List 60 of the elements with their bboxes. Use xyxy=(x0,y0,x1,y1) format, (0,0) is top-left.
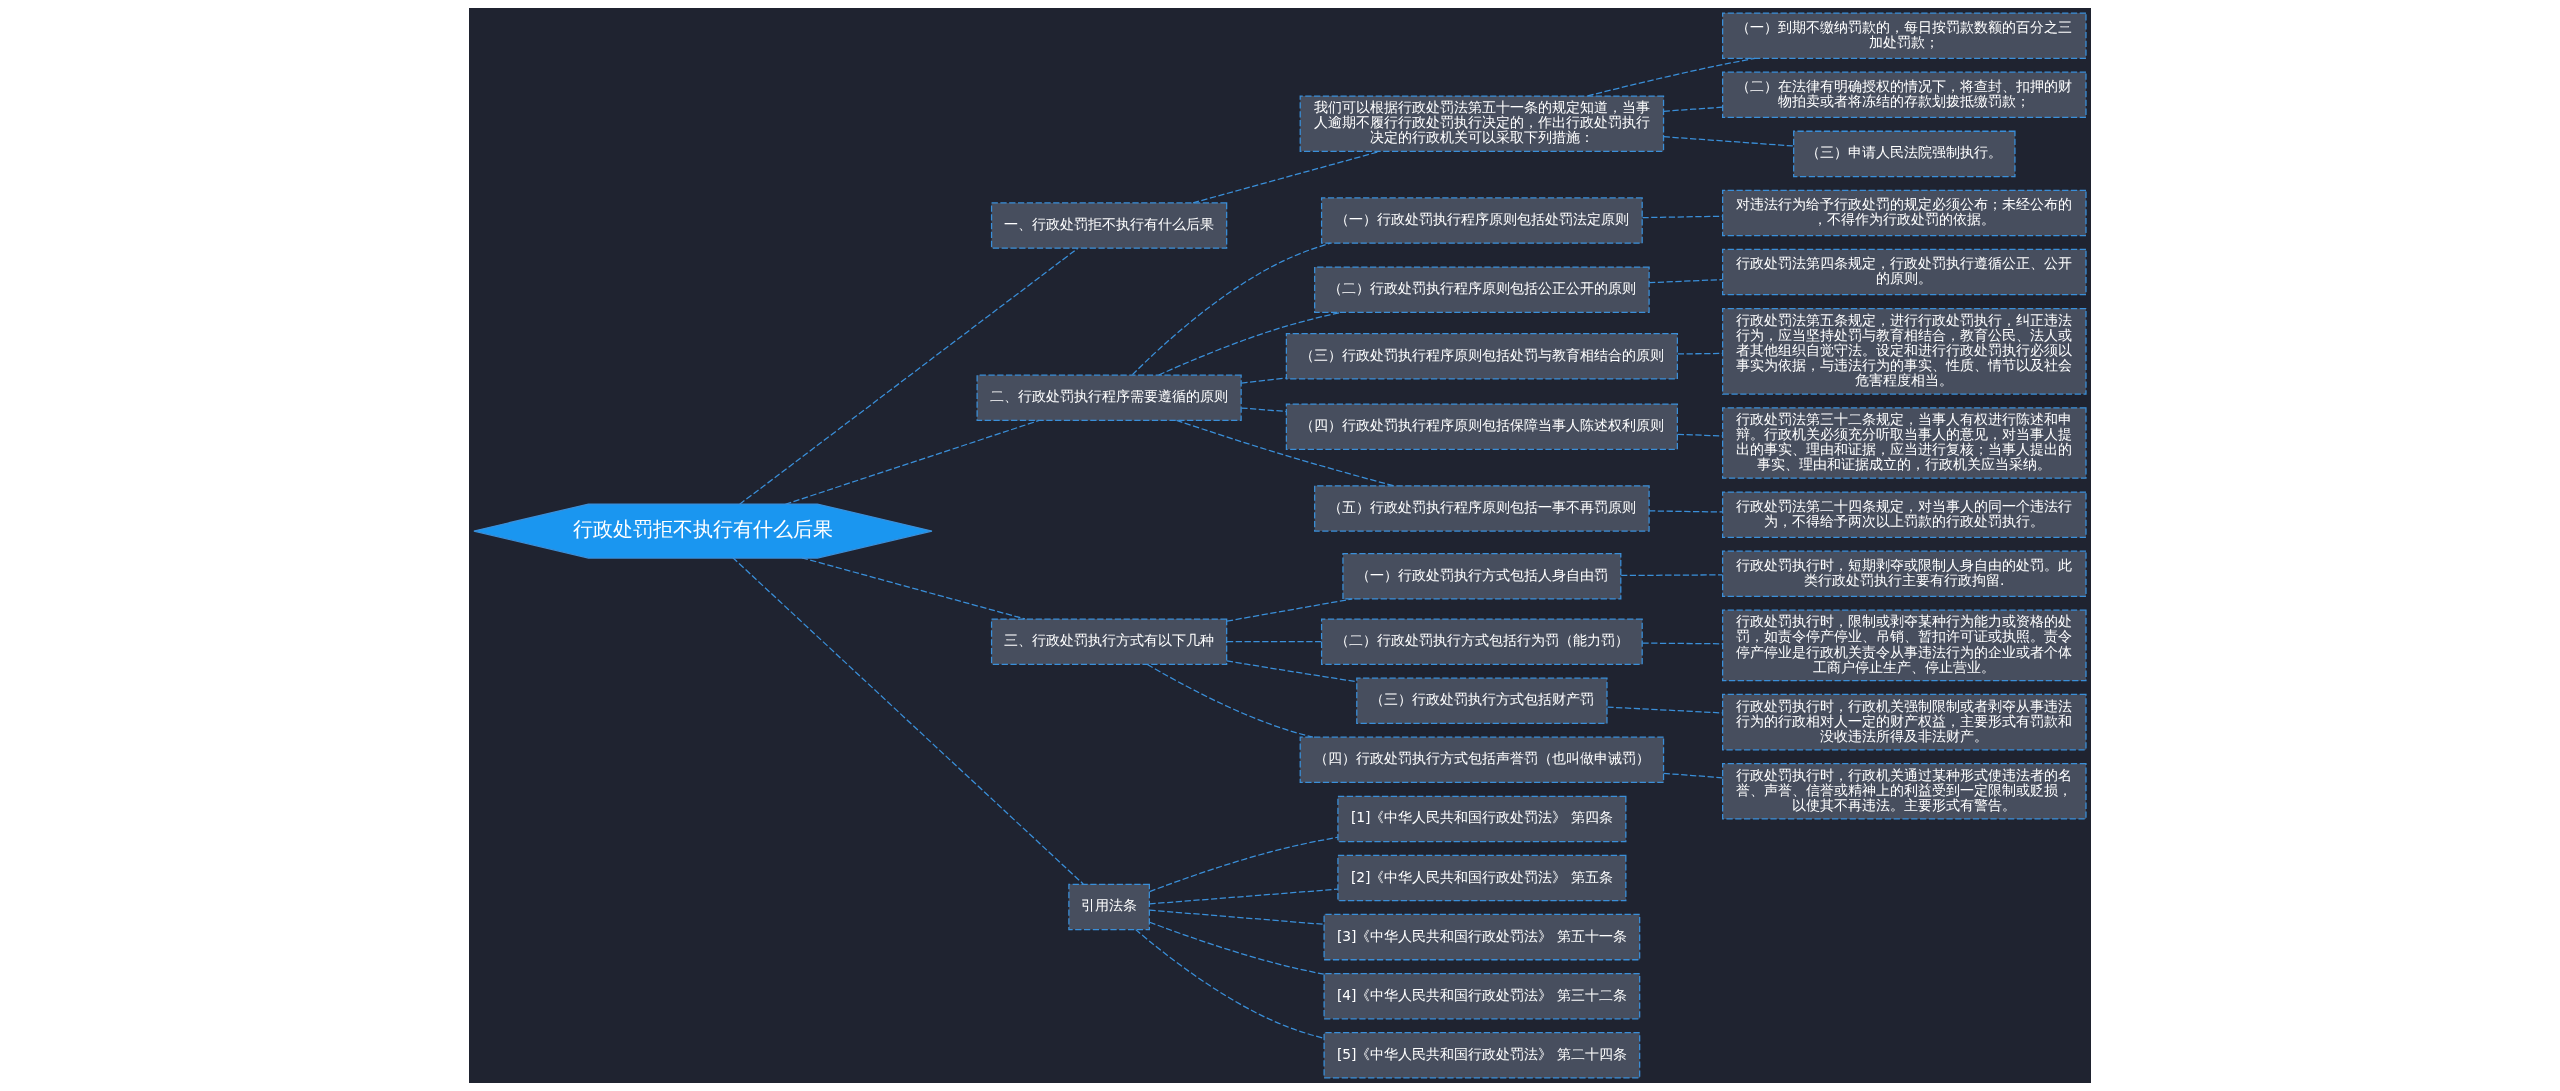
node-box: 行政处罚法第五条规定，进行行政处罚执行，纠正违法行为，应当坚持处罚与教育相结合，教育公民、法人或者其他组织自觉守法。设定和进行行政处罚执行必须以事实为依据，与违法行为的事实、性质、情节以及社会危害程度相当。 xyxy=(1722,307,2087,395)
node-box: 行政处罚执行时，行政机关通过某种形式使违法者的名誉、声誉、信誉或精神上的利益受到一定限制或贬损，以使其不再违法。主要形式有警告。 xyxy=(1722,763,2087,820)
node-box: [1]《中华人民共和国行政处罚法》 第四条 xyxy=(1337,795,1627,843)
connector xyxy=(1146,663,1314,738)
node-box: （三）申请人民法院强制执行。 xyxy=(1793,130,2016,178)
node-box: （二）在法律有明确授权的情况下，将查封、扣押的财物拍卖或者将冻结的存款划拨抵缴罚款； xyxy=(1722,71,2087,119)
node-box: 行政处罚法第二十四条规定，对当事人的同一个违法行为，不得给予两次以上罚款的行政处罚执行。 xyxy=(1722,491,2087,538)
connector xyxy=(1149,888,1339,905)
connector xyxy=(1135,929,1325,1039)
node-box: 行政处罚法第三十二条规定，当事人有权进行陈述和申辩。行政机关必须充分听取当事人的意见，对当事人提出的事实、理由和证据，应当进行复核；当事人提出的事实、理由和证据成立的，行政机关应当采纳。 xyxy=(1722,407,2087,479)
connector xyxy=(732,557,1084,885)
node-box: 一、行政处罚拒不执行有什么后果 xyxy=(990,202,1228,249)
connector xyxy=(1641,215,1723,219)
node-box: （二）行政处罚执行程序原则包括公正公开的原则 xyxy=(1314,266,1650,313)
connector xyxy=(1149,921,1325,975)
connector xyxy=(1226,660,1358,683)
connector xyxy=(1240,407,1287,413)
node-box: [4]《中华人民共和国行政处罚法》 第三十二条 xyxy=(1323,972,1641,1020)
connector xyxy=(1226,598,1353,622)
connector xyxy=(801,557,1026,620)
connector xyxy=(1648,279,1724,284)
connector xyxy=(1131,242,1332,376)
node-box: 行政处罚执行时，限制或剥夺某种行为能力或资格的处罚，如责令停产停业、吊销、暂扣许可证或执照。责令停产停业是行政机关责令从事违法行为的企业或者个体工商户停止生产、停止营业。 xyxy=(1722,609,2087,682)
node-box: （二）行政处罚执行方式包括行为罚（能力罚） xyxy=(1320,618,1643,665)
node-box: 行政处罚执行时，行政机关强制限制或者剥夺从事违法行为的行政相对人一定的财产权益，主要形式有罚款和没收违法所得及非法财产。 xyxy=(1722,693,2087,751)
connector xyxy=(1149,836,1339,893)
node-box: （五）行政处罚执行程序原则包括一事不再罚原则 xyxy=(1314,485,1650,532)
connector xyxy=(739,247,1079,505)
node-box: （一）行政处罚执行方式包括人身自由罚 xyxy=(1342,553,1622,600)
node-box: 三、行政处罚执行方式有以下几种 xyxy=(990,618,1228,665)
connector xyxy=(1663,136,1795,147)
connector xyxy=(784,419,1040,505)
node-box: [2]《中华人民共和国行政处罚法》 第五条 xyxy=(1337,854,1627,902)
node-box: 行政处罚执行时，短期剥夺或限制人身自由的处罚。此类行政处罚执行主要有行政拘留. xyxy=(1722,550,2087,598)
connector xyxy=(1663,772,1723,779)
connector xyxy=(1677,352,1724,355)
connector xyxy=(1663,106,1723,112)
node-box: 行政处罚法第四条规定，行政处罚执行遵循公正、公开的原则。 xyxy=(1722,248,2087,296)
node-box: [3]《中华人民共和国行政处罚法》 第五十一条 xyxy=(1323,913,1641,961)
connector xyxy=(1149,909,1325,925)
node-box: 引用法条 xyxy=(1068,883,1150,931)
connector xyxy=(1677,433,1724,437)
node-box: [5]《中华人民共和国行政处罚法》 第二十四条 xyxy=(1323,1032,1641,1079)
node-box: （一）到期不缴纳罚款的，每日按罚款数额的百分之三加处罚款； xyxy=(1722,12,2087,59)
node-box: 对违法行为给予行政处罚的规定必须公布；未经公布的，不得作为行政处罚的依据。 xyxy=(1722,189,2087,237)
connector xyxy=(1240,377,1287,384)
node-box: （四）行政处罚执行程序原则包括保障当事人陈述权利原则 xyxy=(1285,403,1678,450)
node-box: 二、行政处罚执行程序需要遵循的原则 xyxy=(976,374,1242,422)
node-box: （三）行政处罚执行程序原则包括处罚与教育相结合的原则 xyxy=(1285,333,1678,380)
node-box: （三）行政处罚执行方式包括财产罚 xyxy=(1356,677,1608,724)
node-box: （一）行政处罚执行程序原则包括处罚法定原则 xyxy=(1320,197,1643,244)
node-box: 我们可以根据行政处罚法第五十一条的规定知道，当事人逾期不履行行政处罚执行决定的，作出行政处罚执行决定的行政机关可以采取下列措施： xyxy=(1299,95,1665,152)
connector xyxy=(1648,510,1724,513)
connector xyxy=(1192,150,1381,204)
connector xyxy=(1606,706,1723,714)
connector xyxy=(1620,574,1724,577)
node-box: （四）行政处罚执行方式包括声誉罚（也叫做申诫罚） xyxy=(1299,736,1665,784)
connector xyxy=(1158,311,1342,376)
connector xyxy=(1226,641,1323,643)
connector xyxy=(1641,642,1723,645)
